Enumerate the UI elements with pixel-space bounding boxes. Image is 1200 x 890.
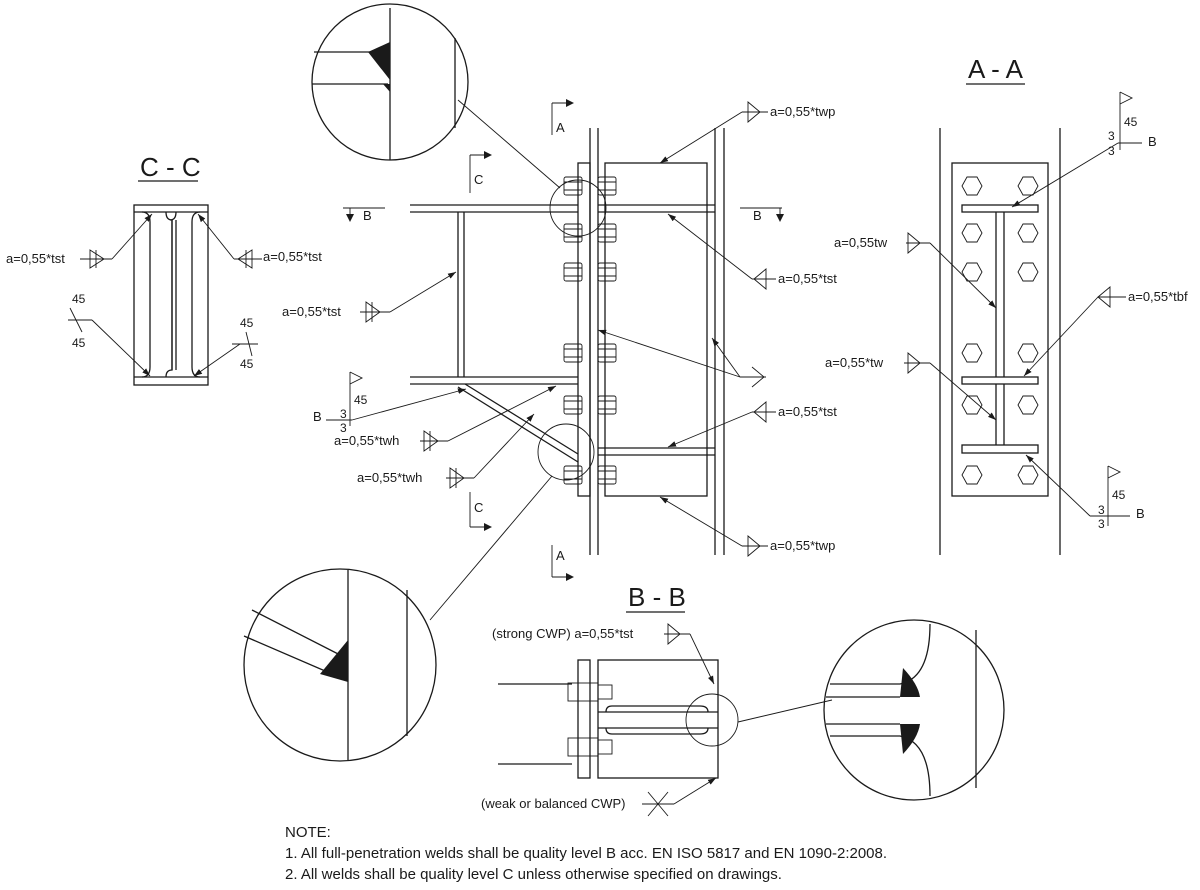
bb-weld-strong: (strong CWP) a=0,55*tst	[492, 626, 634, 641]
cut-b-right: B	[753, 208, 762, 223]
weld-label-twh-1: a=0,55*twh	[334, 433, 399, 448]
aa-b-top-depth-2: 3	[1108, 144, 1115, 158]
weld-label-cc-right: a=0,55*tst	[263, 249, 322, 264]
weld-label-twp-top: a=0,55*twp	[770, 104, 835, 119]
aa-weld-tw: a=0,55*tw	[825, 355, 884, 370]
detail-bubble-bottom	[243, 568, 437, 762]
cut-a-top: A	[556, 120, 565, 135]
aa-b-top-depth-1: 3	[1108, 129, 1115, 143]
section-aa-title: A - A	[968, 54, 1024, 84]
notes-heading: NOTE:	[285, 824, 331, 841]
cut-c-top: C	[474, 172, 483, 187]
aa-b-bot-depth-1: 3	[1098, 503, 1105, 517]
aa-b-top-angle: 45	[1124, 115, 1138, 129]
section-cc-title: C - C	[140, 152, 201, 182]
weld-label-twh-2: a=0,55*twh	[357, 470, 422, 485]
notes-line-2: 2. All welds shall be quality level C un…	[285, 866, 782, 883]
cc-angle-bottom-right: 45	[240, 357, 254, 371]
weld-label-cc-left: a=0,55*tst	[6, 251, 65, 266]
detail-bubble-top	[311, 3, 469, 161]
cut-b-left: B	[363, 208, 372, 223]
weld-label-tst-left: a=0,55*tst	[282, 304, 341, 319]
aa-weld-tw-compact: a=0,55tw	[834, 235, 888, 250]
cut-c-bottom: C	[474, 500, 483, 515]
cc-angle-top-left: 45	[72, 292, 86, 306]
weld-label-twp-bottom: a=0,55*twp	[770, 538, 835, 553]
weld-b-left-depth-2: 3	[340, 421, 347, 435]
aa-b-bot-depth-2: 3	[1098, 517, 1105, 531]
section-bb: B - B (strong CWP) a=0,55*tst (weak or b…	[481, 582, 833, 817]
notes-block: NOTE: 1. All full-penetration welds shal…	[285, 822, 887, 885]
weld-b-left-depth-1: 3	[340, 407, 347, 421]
section-cc: C - C a=0,55*tst a=0,55*tst 45 45 45 45	[6, 152, 322, 386]
cut-a-bottom: A	[556, 548, 565, 563]
aa-weld-tbf: a=0,55*tbf	[1128, 289, 1188, 304]
section-aa: A - A 45 3 3 B a=0,55tw a=0,55*	[825, 54, 1188, 555]
cc-angle-top-right: 45	[240, 316, 254, 330]
weld-b-left-mark: B	[313, 409, 322, 424]
section-bb-title: B - B	[628, 582, 686, 612]
bb-weld-weak: (weak or balanced CWP)	[481, 796, 626, 811]
weld-label-tst-right-2: a=0,55*tst	[778, 404, 837, 419]
detail-bubble-right	[823, 619, 1005, 801]
aa-b-bot-angle: 45	[1112, 488, 1126, 502]
weld-b-left-angle: 45	[354, 393, 368, 407]
cc-angle-bottom-left: 45	[72, 336, 86, 350]
aa-b-top-mark: B	[1148, 134, 1157, 149]
notes-line-1: 1. All full-penetration welds shall be q…	[285, 845, 888, 862]
main-elevation: A A C C B B a=0,55*twp a=0,55*tst a=0,55…	[282, 99, 837, 621]
aa-b-bot-mark: B	[1136, 506, 1145, 521]
weld-label-tst-right-1: a=0,55*tst	[778, 271, 837, 286]
